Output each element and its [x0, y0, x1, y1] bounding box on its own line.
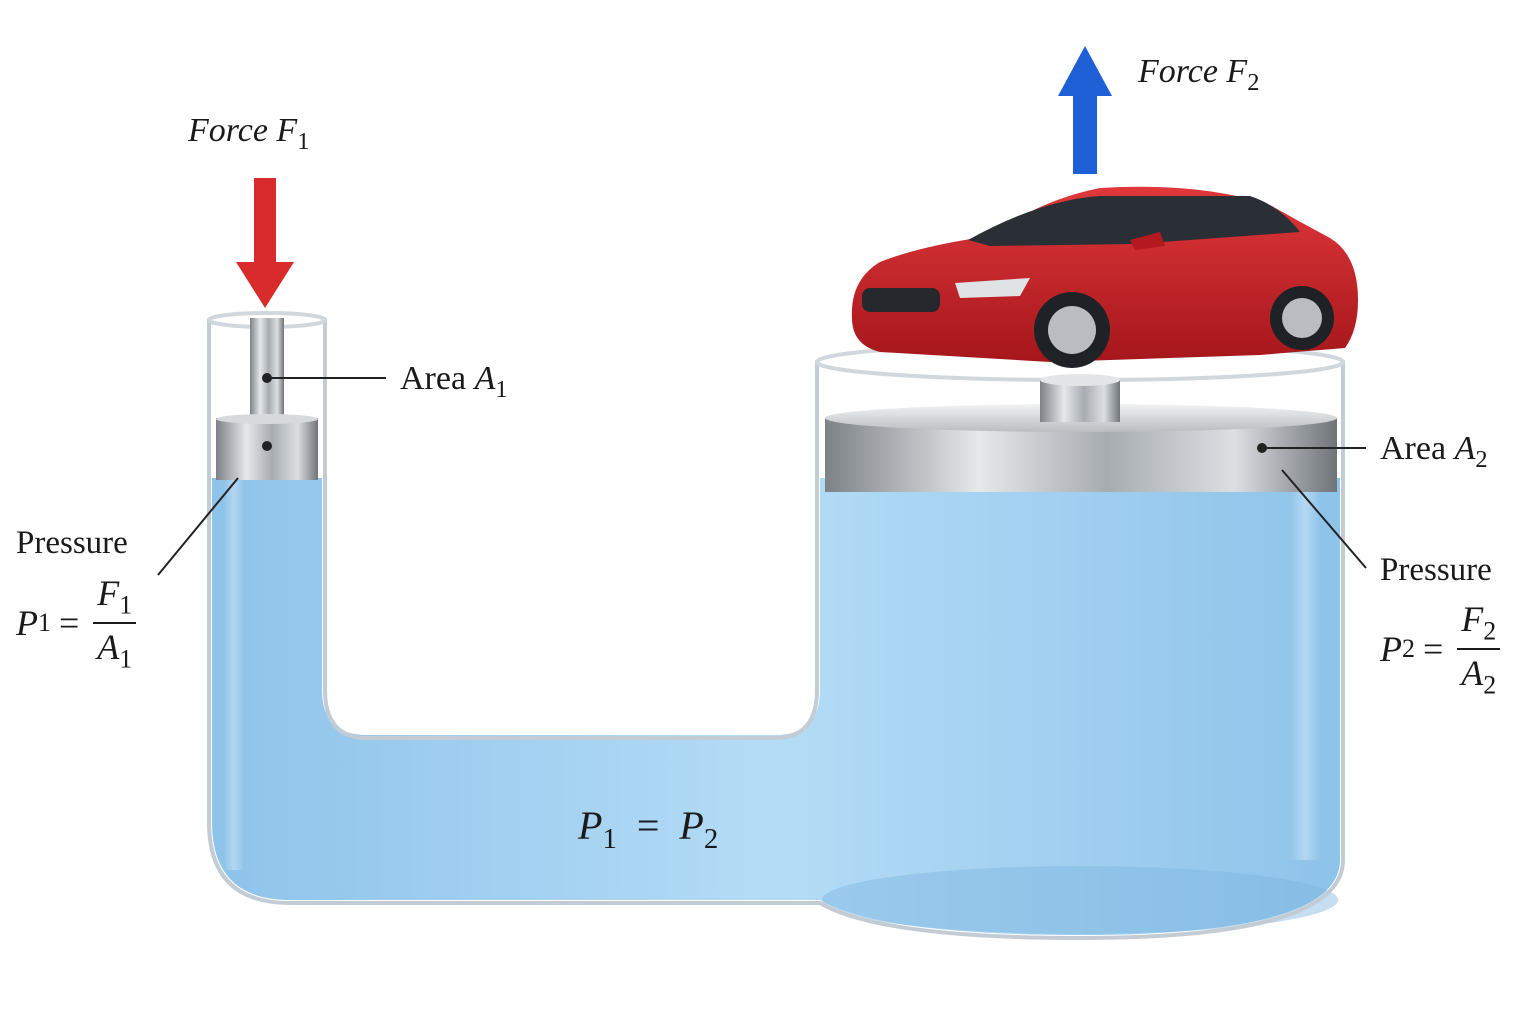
pressure1-fraction: F1 A1 [93, 572, 137, 675]
pressure1-leader [157, 477, 239, 576]
pressure1-title: Pressure [16, 525, 128, 561]
inner-tube-glass [323, 318, 819, 740]
glass-vessel [207, 311, 1345, 941]
small-piston [216, 318, 318, 480]
pressure2-fraction: F2 A2 [1457, 598, 1501, 701]
force2-arrow [1058, 46, 1112, 174]
area1-label: Area A1 [400, 360, 508, 403]
force1-arrow [236, 178, 294, 308]
car-windows [968, 196, 1300, 246]
fluid-bottom-shadow [822, 866, 1338, 934]
pressure2-leader [1281, 469, 1367, 569]
large-piston-stem [1040, 380, 1120, 422]
pressure2-title: Pressure [1380, 552, 1492, 588]
car-headlight [955, 278, 1030, 298]
left-tube-glass [207, 318, 1345, 941]
car-grille [862, 288, 940, 312]
area2-label: Area A2 [1380, 430, 1488, 473]
left-tube-shine [224, 330, 244, 870]
fluid [212, 478, 1340, 935]
force2-label: Force F2 [1138, 53, 1260, 96]
fluid-body [212, 478, 1340, 935]
leader-lines [157, 377, 1367, 576]
force1-label: Force F1 [188, 112, 310, 155]
small-piston-rod [250, 318, 284, 418]
pressure-equality: P1 = P2 [578, 803, 719, 856]
car [851, 186, 1358, 368]
car-mirror [1130, 232, 1165, 250]
large-piston [825, 374, 1337, 492]
pressure1-point [262, 441, 272, 451]
